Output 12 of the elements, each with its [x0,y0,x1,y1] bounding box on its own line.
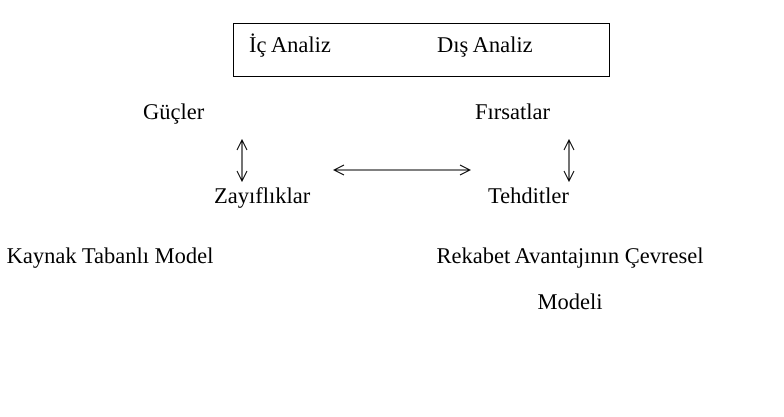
node-text: Zayıflıklar [214,183,310,209]
node-text: Tehditler [488,183,569,209]
double-arrow [334,164,470,176]
model-caption: Rekabet Avantajının Çevresel Modeli [435,242,704,316]
node-text: Güçler [143,99,204,125]
heading-text: Dış Analiz [437,32,533,58]
double-arrow [564,140,574,182]
model-caption: Kaynak Tabanlı Model [6,242,214,270]
heading-text: İç Analiz [249,32,331,58]
double-arrow [236,140,248,182]
analysis-box [233,23,610,77]
node-text: Fırsatlar [475,99,550,125]
